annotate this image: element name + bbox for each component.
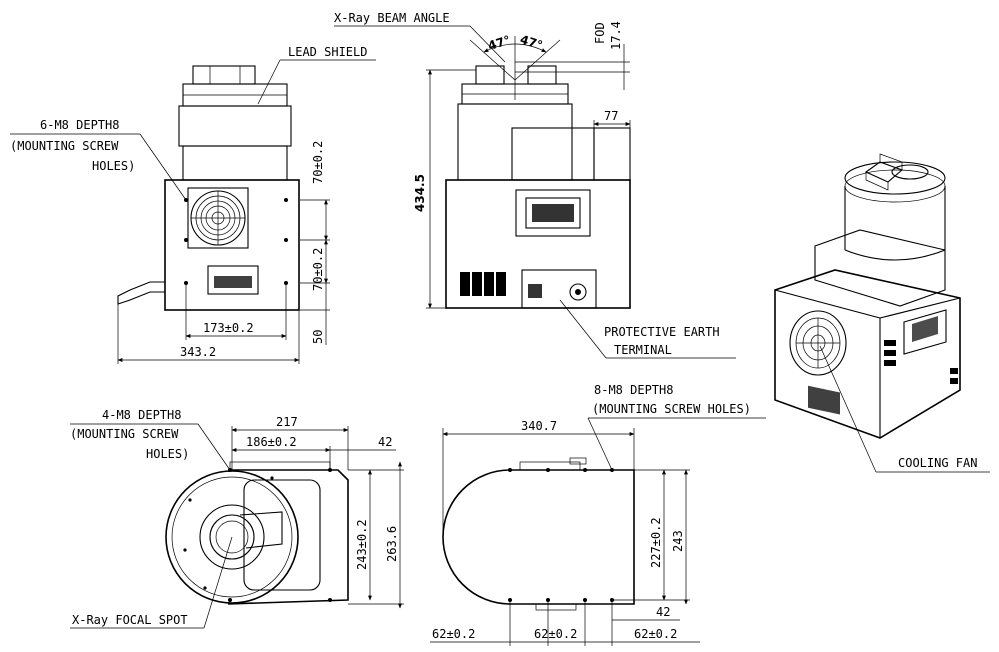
top-dim-227: 227±0.2 xyxy=(649,517,663,568)
top-view: 8-M8 DEPTH8 (MOUNTING SCREW HOLES) 340.7… xyxy=(430,383,766,646)
side-vent-icon xyxy=(460,272,506,296)
beam-angle-left: 47° xyxy=(486,33,512,53)
beam-angle-label: X-Ray BEAM ANGLE xyxy=(334,11,450,25)
bottom-holes-label-1: 4-M8 DEPTH8 xyxy=(102,408,181,422)
side-view: 47° 47° X-Ray BEAM ANGLE xyxy=(334,11,736,359)
bottom-view: 4-M8 DEPTH8 (MOUNTING SCREW HOLES) X-Ray… xyxy=(70,408,404,629)
bottom-holes-label-2: (MOUNTING SCREW xyxy=(70,427,179,441)
top-dim-42: 42 xyxy=(656,605,670,619)
top-dim-62-right: 62±0.2 xyxy=(634,627,677,641)
front-dim-50: 50 xyxy=(311,330,325,344)
front-view: LEAD SHIELD 6-M8 DEPTH8 (MOUNTING SCREW … xyxy=(10,45,376,364)
bottom-dim-263: 263.6 xyxy=(385,526,399,562)
side-dim-77: 77 xyxy=(604,109,618,123)
front-holes-label-2: (MOUNTING SCREW xyxy=(10,139,119,153)
front-dim-173: 173±0.2 xyxy=(203,321,254,335)
bottom-dim-186: 186±0.2 xyxy=(246,435,297,449)
bottom-holes-label-3: HOLES) xyxy=(146,447,189,461)
top-dim-340: 340.7 xyxy=(521,419,557,433)
lead-shield-label: LEAD SHIELD xyxy=(288,45,367,59)
front-holes-label-1: 6-M8 DEPTH8 xyxy=(40,118,119,132)
top-dim-62-left: 62±0.2 xyxy=(432,627,475,641)
isometric-view: COOLING FAN xyxy=(774,153,990,473)
protective-earth-label-1: PROTECTIVE EARTH xyxy=(604,325,720,339)
top-dim-243: 243 xyxy=(671,530,685,552)
cooling-fan-label: COOLING FAN xyxy=(898,456,977,470)
bottom-dim-42: 42 xyxy=(378,435,392,449)
fod-label: FOD xyxy=(593,22,607,44)
top-holes-label-2: (MOUNTING SCREW HOLES) xyxy=(592,402,751,416)
top-dim-62-mid: 62±0.2 xyxy=(534,627,577,641)
front-dim-70-lower: 70±0.2 xyxy=(311,248,325,291)
focal-spot-label: X-Ray FOCAL SPOT xyxy=(72,613,188,627)
side-dim-434: 434.5 xyxy=(413,174,427,212)
front-fan-icon xyxy=(187,187,249,249)
protective-earth-label-2: TERMINAL xyxy=(614,343,672,357)
iso-vent-icon xyxy=(884,340,958,384)
front-dim-70-upper: 70±0.2 xyxy=(311,141,325,184)
front-holes-label-3: HOLES) xyxy=(92,159,135,173)
iso-fan-icon xyxy=(789,310,847,376)
beam-angle-right: 47° xyxy=(518,32,544,52)
front-dim-343: 343.2 xyxy=(180,345,216,359)
bottom-dim-243: 243±0.2 xyxy=(355,519,369,570)
bottom-dim-217: 217 xyxy=(276,415,298,429)
fod-dim: 17.4 xyxy=(609,21,623,50)
top-holes-label-1: 8-M8 DEPTH8 xyxy=(594,383,673,397)
